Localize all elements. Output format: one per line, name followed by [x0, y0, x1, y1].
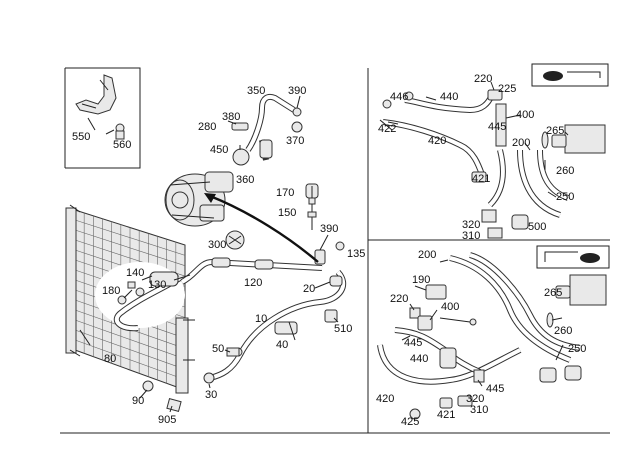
callout-tr-420: 420 [428, 135, 446, 147]
callout-labels: 550 560 350 390 380 280 370 450 360 170 … [72, 73, 586, 428]
callout-br-320: 320 [466, 393, 484, 405]
callout-180: 180 [102, 285, 120, 297]
panel-frames [60, 67, 610, 434]
callout-tr-421: 421 [472, 173, 490, 185]
callout-tr-200: 200 [512, 137, 530, 149]
callout-280: 280 [198, 121, 216, 133]
callout-390-b: 390 [320, 223, 338, 235]
callout-tr-400: 400 [516, 109, 534, 121]
callout-90: 90 [132, 395, 144, 407]
callout-510: 510 [334, 323, 352, 335]
callout-br-200: 200 [418, 249, 436, 261]
condenser-tube [74, 219, 186, 256]
callout-40: 40 [276, 339, 288, 351]
callout-50: 50 [212, 343, 224, 355]
callout-br-400: 400 [441, 301, 459, 313]
callout-tr-260: 260 [556, 165, 574, 177]
discharge-lines [142, 257, 347, 412]
pointer-arrow [204, 193, 319, 263]
callout-br-250: 250 [568, 343, 586, 355]
callout-450: 450 [210, 144, 228, 156]
callout-360: 360 [236, 174, 254, 186]
callout-tr-440: 440 [440, 91, 458, 103]
callout-br-425: 425 [401, 416, 419, 428]
callout-30: 30 [205, 389, 217, 401]
callout-140: 140 [126, 267, 144, 279]
callout-br-220: 220 [390, 293, 408, 305]
callout-tr-445: 445 [488, 121, 506, 133]
callout-370: 370 [286, 135, 304, 147]
condenser-tube [74, 229, 186, 266]
callout-150: 150 [278, 207, 296, 219]
callout-135: 135 [347, 248, 365, 260]
callout-br-420: 420 [376, 393, 394, 405]
condenser-tube [74, 329, 186, 370]
callout-170: 170 [276, 187, 294, 199]
callout-20: 20 [303, 283, 315, 295]
callout-tr-500: 500 [528, 221, 546, 233]
callout-390: 390 [288, 85, 306, 97]
bottom-right-panel [377, 245, 610, 420]
callout-550: 550 [72, 131, 90, 143]
callout-tr-446: 446 [390, 91, 408, 103]
bracket-inset [75, 74, 125, 140]
suction-hose [231, 93, 303, 161]
callout-905: 905 [158, 414, 176, 426]
callout-br-445a: 445 [404, 337, 422, 349]
callout-br-445b: 445 [486, 383, 504, 395]
callout-tr-310: 310 [462, 230, 480, 242]
callout-tr-265: 265 [546, 125, 564, 137]
callout-br-310: 310 [470, 404, 488, 416]
callout-300: 300 [208, 239, 226, 251]
callout-10: 10 [255, 313, 267, 325]
compressor [164, 148, 250, 250]
callout-br-265: 265 [544, 287, 562, 299]
callout-br-260: 260 [554, 325, 572, 337]
callout-tr-422: 422 [378, 123, 396, 135]
dryer-highlight [95, 262, 185, 332]
callout-560: 560 [113, 139, 131, 151]
callout-120: 120 [244, 277, 262, 289]
callout-tr-220: 220 [474, 73, 492, 85]
callout-380: 380 [222, 111, 240, 123]
callout-130: 130 [148, 279, 166, 291]
callout-80: 80 [104, 353, 116, 365]
condenser-tube [74, 319, 186, 360]
callout-tr-225: 225 [498, 83, 516, 95]
callout-br-440: 440 [410, 353, 428, 365]
leader-lines [79, 81, 569, 413]
condenser-tube [74, 339, 186, 380]
callout-tr-250: 250 [556, 191, 574, 203]
callout-tr-320: 320 [462, 219, 480, 231]
top-right-panel [379, 63, 609, 239]
callout-br-421: 421 [437, 409, 455, 421]
callout-br-190: 190 [412, 274, 430, 286]
callout-350: 350 [247, 85, 265, 97]
